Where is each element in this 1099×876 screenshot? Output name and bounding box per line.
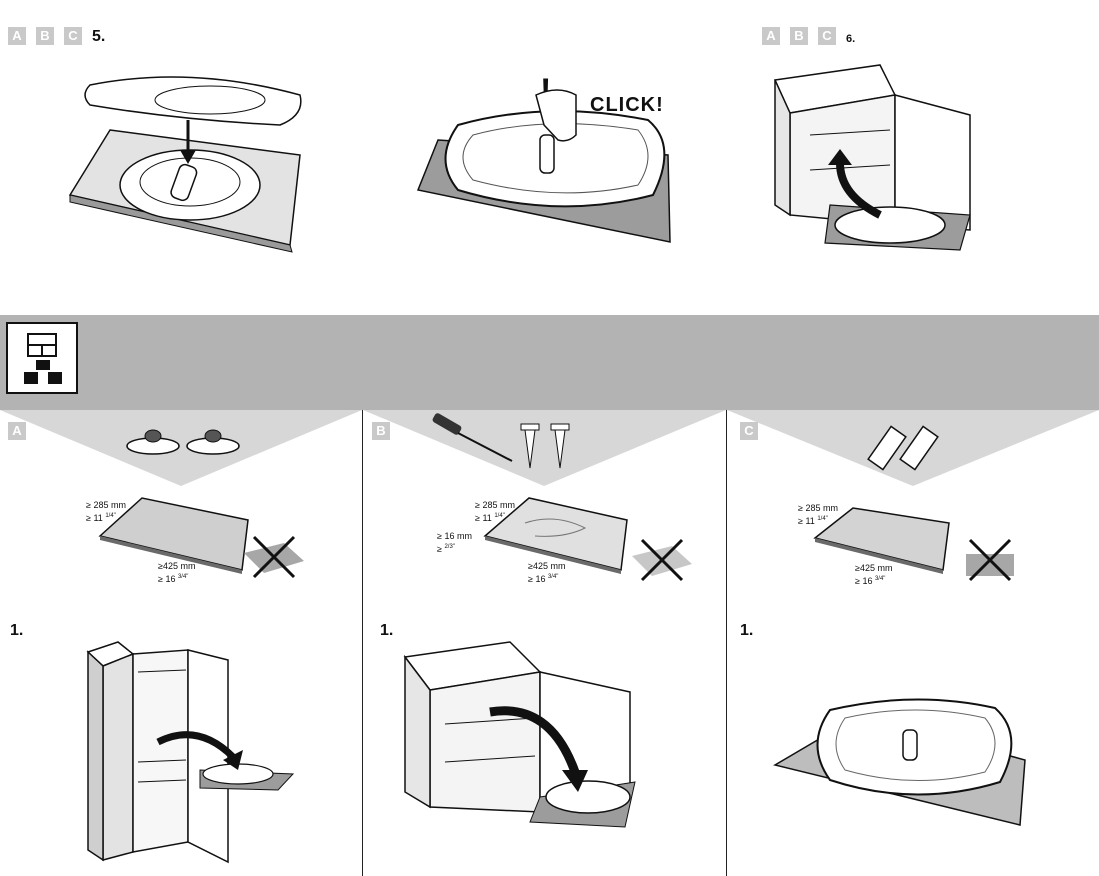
smooth-surface — [813, 507, 950, 574]
column-divider — [726, 410, 727, 876]
dim-width: ≥ 285 mm ≥ 11 1/4" — [798, 503, 838, 526]
screwdriver-icon — [432, 413, 513, 462]
section-tag: A — [8, 422, 26, 440]
dim-width: ≥ 285 mm ≥ 11 1/4" — [475, 500, 515, 523]
not-allowed-icon — [632, 538, 692, 582]
section-tag: B — [372, 422, 390, 440]
mounting-options-band — [0, 315, 1099, 410]
tag-c: C — [64, 27, 82, 45]
screws-icon — [520, 423, 570, 469]
tag-b: B — [790, 27, 808, 45]
glass-surface — [98, 497, 249, 574]
section-tag: C — [740, 422, 758, 440]
illustration-fridge — [86, 641, 295, 864]
dim-thickness: ≥ 16 mm ≥ 2/3" — [437, 531, 472, 554]
mounting-icon — [6, 322, 78, 394]
step-number: 6. — [846, 33, 856, 45]
dim-width: ≥ 285 mm ≥ 11 1/4" — [86, 500, 126, 523]
click-label: CLICK! — [590, 94, 664, 116]
step-number: 1. — [740, 622, 754, 639]
illustration-attach-base — [68, 76, 302, 253]
illustration-tray-on-surface — [773, 698, 1026, 826]
tag-c: C — [818, 27, 836, 45]
dim-length: ≥425 mm ≥ 16 3/4" — [158, 561, 196, 584]
tag-a: A — [8, 27, 26, 45]
not-allowed-icon — [966, 538, 1014, 582]
suction-cups-icon — [126, 429, 240, 455]
step-number: 5. — [92, 28, 106, 45]
tag-b: B — [36, 27, 54, 45]
column-divider — [362, 410, 363, 876]
wood-surface — [483, 497, 628, 574]
illustration-cabinet-insert — [773, 64, 971, 251]
step-number: 1. — [380, 622, 394, 639]
illustration-cabinet — [403, 641, 636, 828]
adhesive-pads-icon — [867, 425, 939, 471]
tag-a: A — [762, 27, 780, 45]
dim-length: ≥425 mm ≥ 16 3/4" — [855, 563, 893, 586]
illustration-click-in — [416, 89, 671, 243]
step-number: 1. — [10, 622, 24, 639]
not-allowed-icon — [244, 535, 304, 579]
dim-length: ≥425 mm ≥ 16 3/4" — [528, 561, 566, 584]
